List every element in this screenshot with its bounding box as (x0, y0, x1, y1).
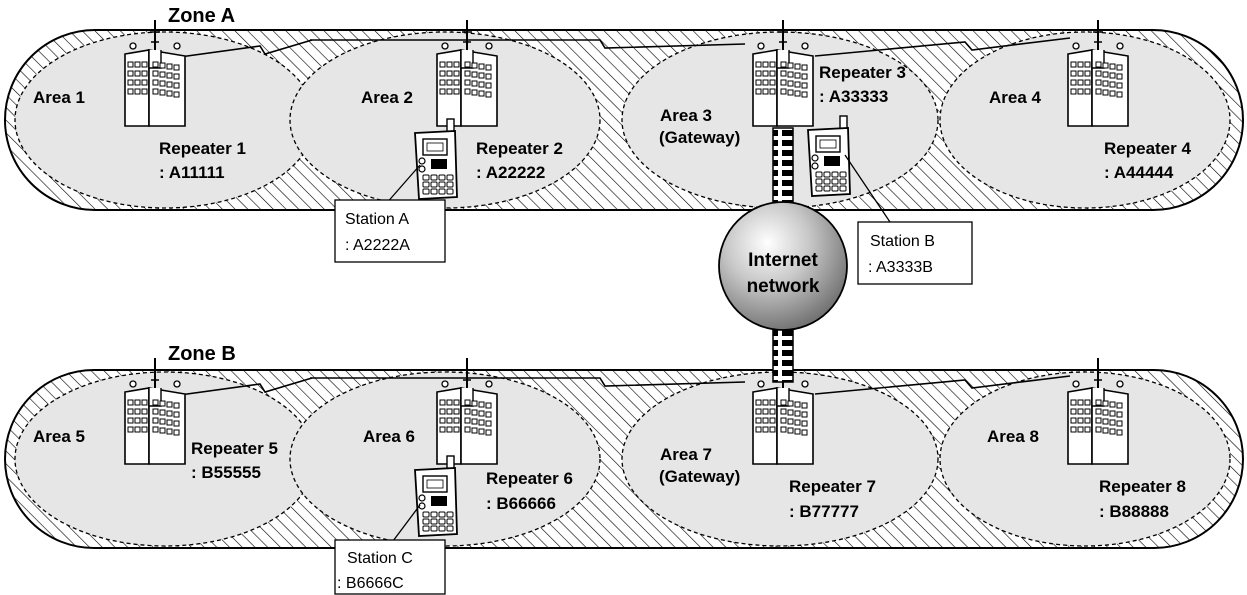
repeater-3-callsign: : A33333 (819, 87, 888, 106)
station-a-name: Station A (345, 211, 409, 228)
zone-b: Zone B Area 5 Area 6 Area 7 (Gateway) Ar… (5, 310, 1243, 594)
zone-a: Zone A Area 1 Area 2 Area 3 (Gateway) Ar… (5, 5, 1243, 284)
repeater-2-callsign: : A22222 (476, 163, 545, 182)
repeater-2-name: Repeater 2 (476, 139, 563, 158)
station-b-name: Station B (870, 233, 935, 250)
repeater-8-callsign: : B88888 (1099, 502, 1169, 521)
internet-label-line2: network (747, 276, 820, 297)
zone-a-title: Zone A (168, 5, 235, 27)
station-b-callsign: : A3333B (868, 259, 933, 276)
station-c-name: Station C (347, 550, 413, 567)
repeater-7-name: Repeater 7 (789, 477, 876, 496)
area-3-label-line1: Area 3 (660, 106, 712, 125)
repeater-5-callsign: : B55555 (191, 463, 261, 482)
area-3-label-line2: (Gateway) (659, 128, 740, 147)
repeater-4-callsign: : A44444 (1104, 163, 1174, 182)
repeater-6-name: Repeater 6 (486, 469, 573, 488)
repeater-4-name: Repeater 4 (1104, 139, 1191, 158)
repeater-5-name: Repeater 5 (191, 439, 278, 458)
repeater-3-name: Repeater 3 (819, 63, 906, 82)
area-1-label: Area 1 (33, 88, 85, 107)
internet-label-line1: Internet (748, 250, 818, 271)
repeater-1-name: Repeater 1 (159, 139, 246, 158)
area-7-label-line1: Area 7 (660, 445, 712, 464)
zone-b-title: Zone B (168, 343, 236, 365)
repeater-7-callsign: : B77777 (789, 502, 859, 521)
internet-globe: Internet network (719, 202, 847, 330)
repeater-8-name: Repeater 8 (1099, 477, 1186, 496)
repeater-6-callsign: : B66666 (486, 494, 556, 513)
station-a-callsign: : A2222A (345, 237, 410, 254)
station-c-callsign: : B6666C (337, 575, 404, 592)
area-4-label: Area 4 (989, 88, 1042, 107)
area-8-label: Area 8 (987, 427, 1039, 446)
area-7-label-line2: (Gateway) (659, 467, 740, 486)
repeater-1-callsign: : A11111 (159, 163, 225, 182)
area-6-label: Area 6 (363, 427, 415, 446)
area-5-label: Area 5 (33, 427, 85, 446)
area-2-label: Area 2 (361, 88, 413, 107)
